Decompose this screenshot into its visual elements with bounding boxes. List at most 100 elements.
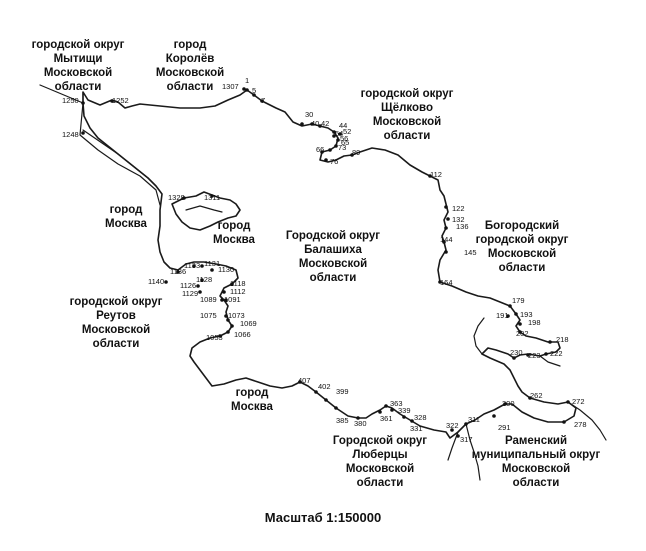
point-marker-76 <box>324 158 328 162</box>
point-marker-1131 <box>200 264 204 268</box>
point-label-380: 380 <box>354 419 367 428</box>
point-marker-1053 <box>218 334 222 338</box>
point-label-1118: 1118 <box>230 279 246 288</box>
point-label-385: 385 <box>336 416 349 425</box>
point-marker-262 <box>528 396 532 400</box>
point-label-193: 193 <box>520 310 533 319</box>
region-label-line: Московской <box>156 67 224 79</box>
point-marker-1089 <box>220 298 224 302</box>
point-label-1311: 1311 <box>204 193 220 202</box>
point-label-407: 407 <box>298 376 311 385</box>
region-label-line: Московской <box>82 324 150 336</box>
point-label-1073: 1073 <box>228 311 245 320</box>
point-marker-66 <box>320 150 324 154</box>
point-marker-40 <box>310 122 314 126</box>
point-label-1133: 1133 <box>184 261 200 270</box>
region-label-line: городской округ <box>361 88 454 100</box>
bogorodsky-west <box>473 317 485 355</box>
region-label-line: области <box>384 130 431 142</box>
region-label-line: области <box>93 338 140 350</box>
point-marker-222 <box>544 352 548 356</box>
region-label-line: Богородский <box>485 220 559 232</box>
point-label-322: 322 <box>446 421 459 430</box>
point-marker-1248 <box>81 131 85 135</box>
point-marker-30 <box>300 122 304 126</box>
point-label-1075: 1075 <box>200 311 217 320</box>
region-label-line: Городской округ <box>286 230 380 242</box>
point-label-52: 52 <box>343 127 351 136</box>
point-marker-42 <box>318 124 322 128</box>
point-marker-385 <box>334 406 338 410</box>
point-marker-278 <box>562 420 566 424</box>
point-marker-122 <box>444 205 448 209</box>
point-marker-1 <box>245 88 249 92</box>
region-label-line: Балашиха <box>304 244 362 256</box>
point-label-361: 361 <box>380 414 393 423</box>
point-label-1053: 1053 <box>206 333 223 342</box>
point-marker-1133 <box>192 264 196 268</box>
island-lake <box>185 205 223 213</box>
point-marker-1073 <box>226 318 230 322</box>
point-label-1140: 1140 <box>148 277 164 286</box>
point-label-164: 164 <box>440 278 453 287</box>
point-label-65: 65 <box>341 138 349 147</box>
point-marker-132 <box>446 217 450 221</box>
point-label-300: 300 <box>502 399 515 408</box>
region-label-line: Московской <box>488 248 556 260</box>
point-label-291: 291 <box>498 423 511 432</box>
region-label-line: Московской <box>373 116 441 128</box>
point-marker-193 <box>514 312 518 316</box>
point-label-223: 223 <box>528 351 541 360</box>
region-label-line: Люберцы <box>352 449 407 461</box>
point-marker-7 <box>260 99 264 103</box>
point-label-311: 311 <box>468 415 480 424</box>
point-label-1248: 1248 <box>62 130 79 139</box>
point-marker-5 <box>252 93 256 97</box>
point-label-30: 30 <box>305 110 313 119</box>
point-label-122: 122 <box>452 204 465 213</box>
point-label-1: 1 <box>245 76 249 85</box>
point-label-40: 40 <box>311 119 319 128</box>
point-marker-89 <box>350 153 354 157</box>
point-label-1130: 1130 <box>218 265 234 274</box>
region-label-line: Московской <box>299 258 367 270</box>
point-label-331: 331 <box>410 424 423 433</box>
point-marker-73 <box>328 148 332 152</box>
point-label-136: 136 <box>456 222 469 231</box>
point-label-144: 144 <box>440 235 453 244</box>
point-label-262: 262 <box>530 391 543 400</box>
point-label-132: 132 <box>452 215 465 224</box>
point-marker-230 <box>512 356 516 360</box>
point-marker-1075 <box>224 314 228 318</box>
point-label-76: 76 <box>330 157 338 166</box>
south-spur <box>465 423 481 481</box>
point-marker-291 <box>492 414 496 418</box>
region-label-line: области <box>310 272 357 284</box>
point-label-1089: 1089 <box>200 295 217 304</box>
region-label-line: Московской <box>44 67 112 79</box>
point-marker-191 <box>506 314 510 318</box>
region-label-line: Москва <box>231 401 274 413</box>
point-label-218: 218 <box>556 335 569 344</box>
point-label-272: 272 <box>572 397 585 406</box>
region-label-line: Раменский <box>505 435 567 447</box>
point-marker-164 <box>438 280 442 284</box>
point-marker-1129 <box>198 290 202 294</box>
point-marker-1130 <box>210 268 214 272</box>
region-label-line: Щёлково <box>381 102 433 114</box>
region-label-line: Городской округ <box>333 435 427 447</box>
region-label-line: город <box>218 220 252 232</box>
region-label-line: муниципальный округ <box>472 449 601 461</box>
point-marker-1069 <box>230 324 234 328</box>
point-label-1091: 1091 <box>224 295 241 304</box>
point-marker-1091 <box>224 298 228 302</box>
point-marker-339 <box>390 408 394 412</box>
point-label-339: 339 <box>398 406 411 415</box>
